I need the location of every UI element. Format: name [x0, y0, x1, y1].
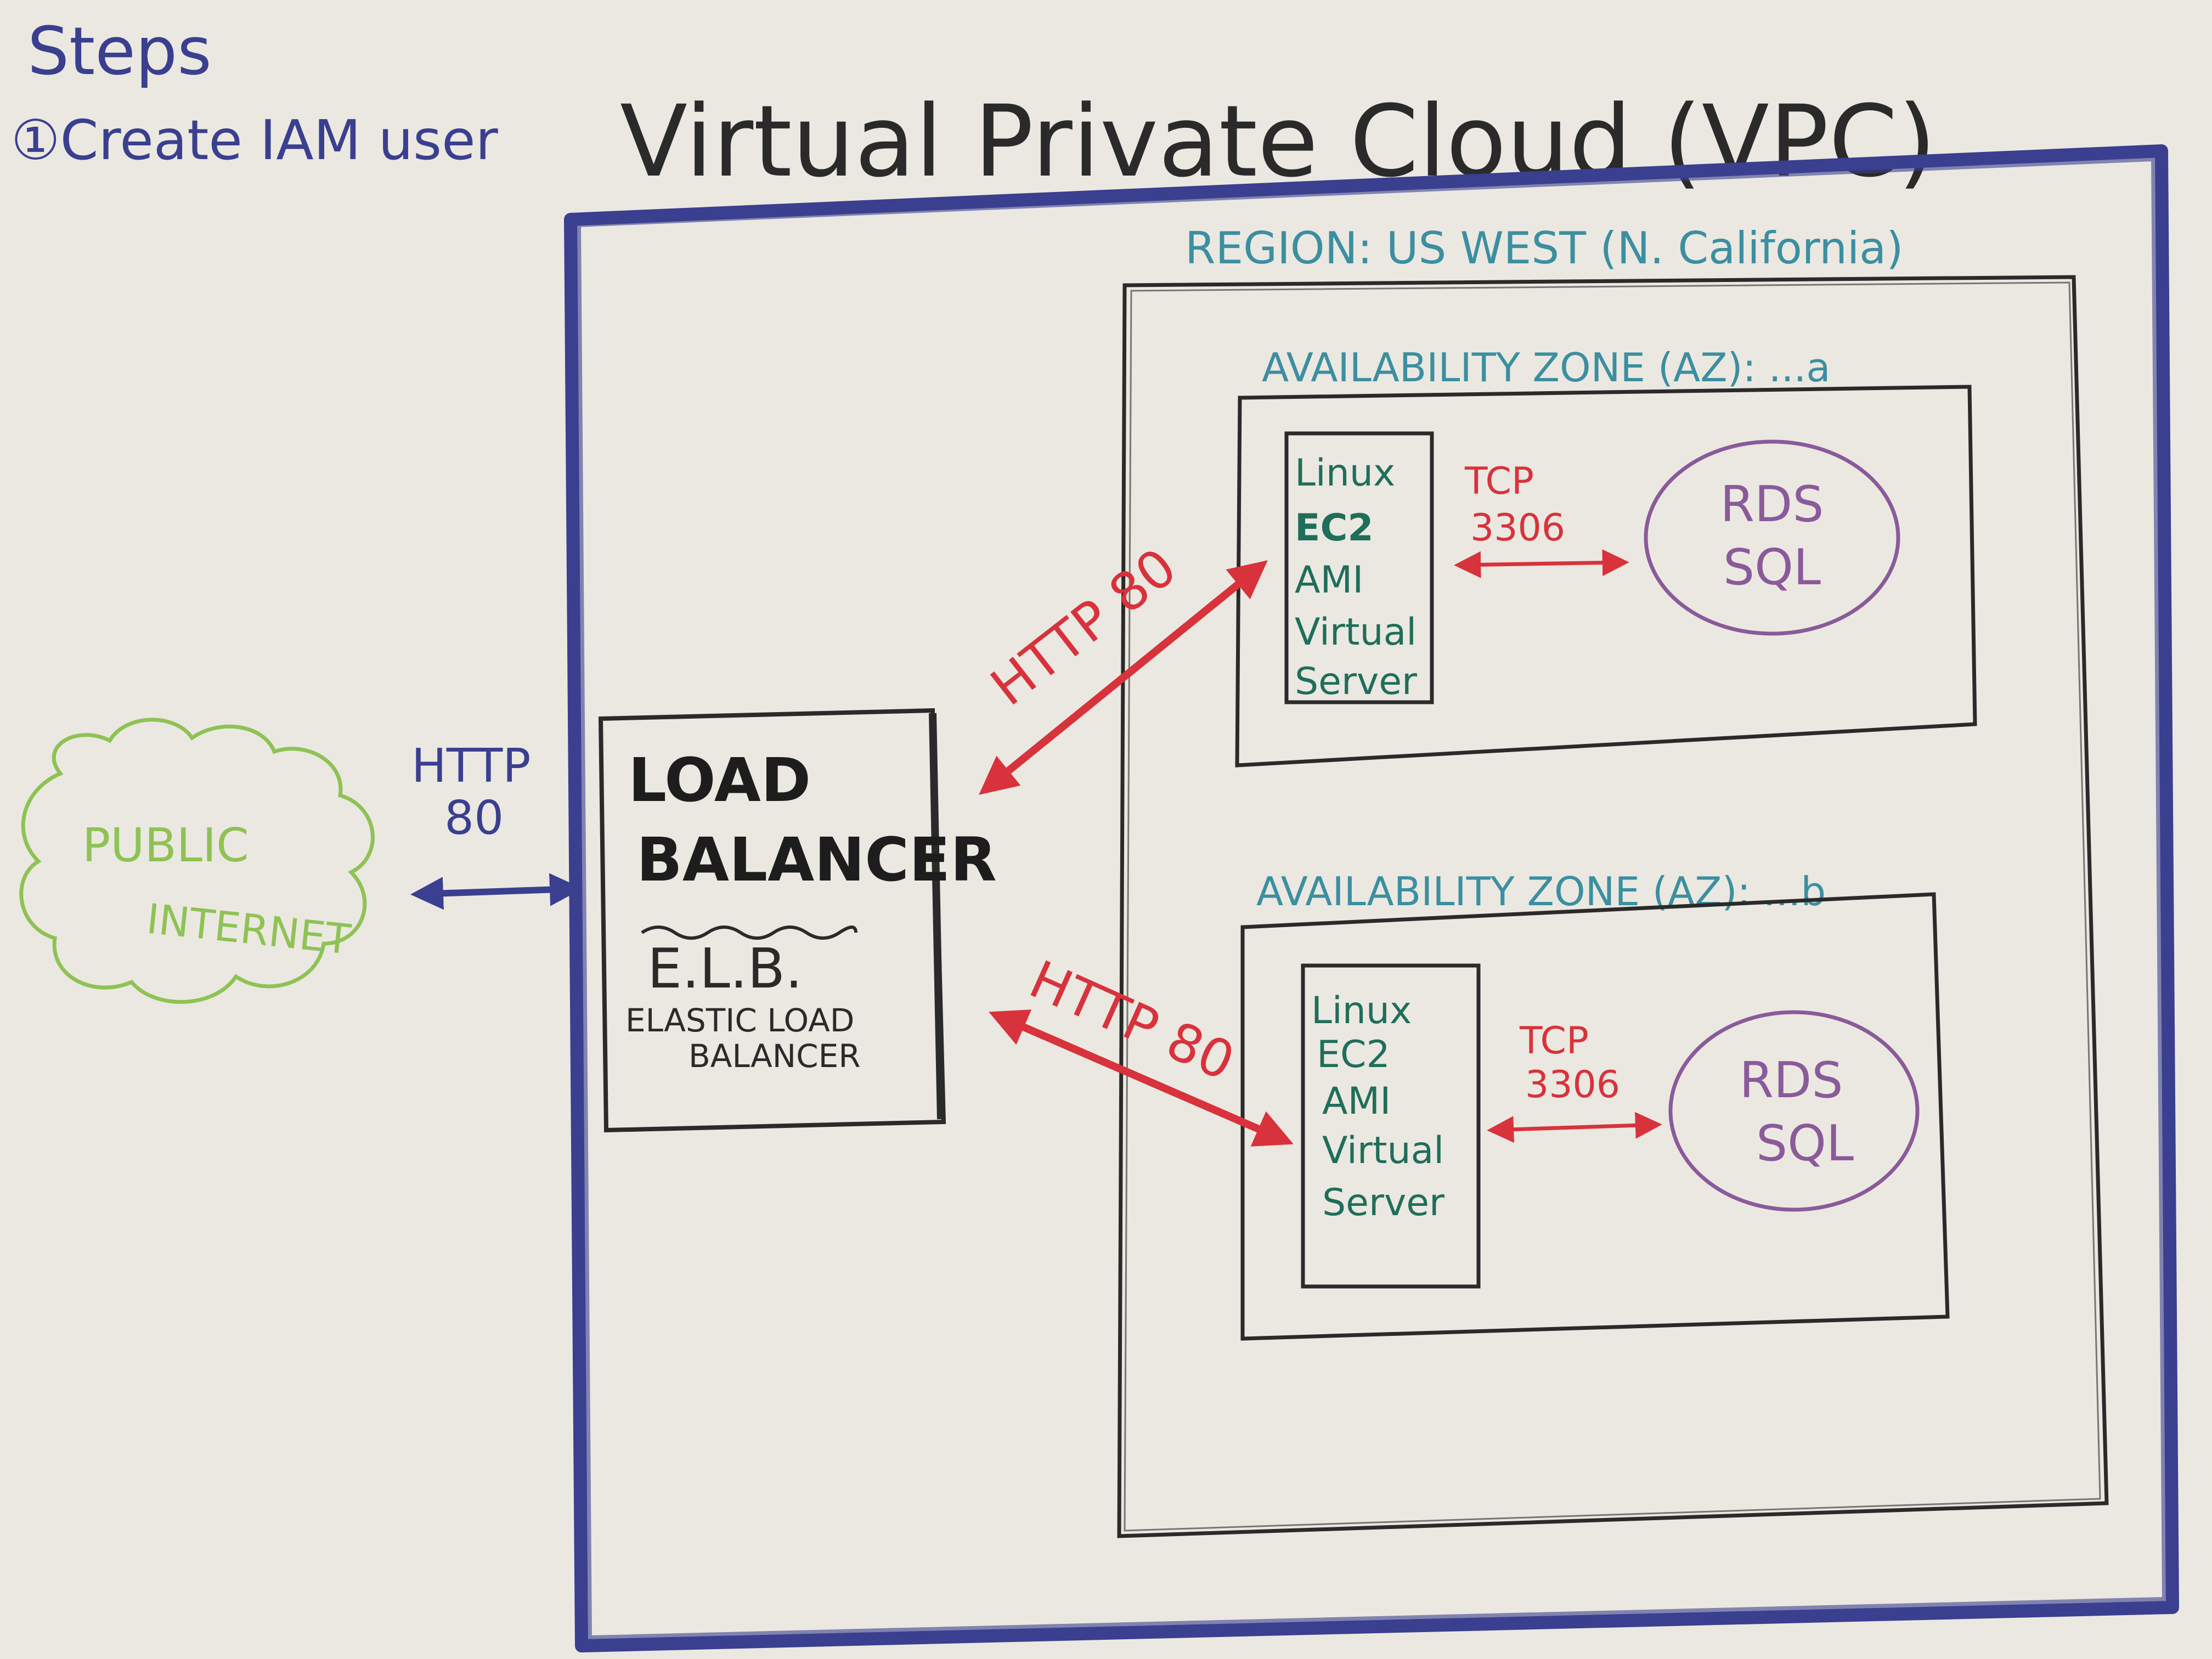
az-a-server-line-ec2: EC2 — [1295, 506, 1374, 550]
az-a-tcp-label: TCP — [1464, 460, 1534, 503]
az-b-label: AVAILABILITY ZONE (AZ): ...b — [1256, 868, 1826, 915]
load-balancer-underline — [641, 926, 857, 940]
az-a-rds-label: RDS — [1720, 476, 1824, 533]
az-a-label: AVAILABILITY ZONE (AZ): ...a — [1262, 345, 1831, 391]
region-label: REGION: US WEST (N. California) — [1185, 223, 1903, 274]
lb-az-b-arrow — [989, 1009, 1294, 1147]
internet-lb-protocol-label: HTTP — [411, 739, 531, 793]
az-b-ec2-server-box — [1301, 963, 1481, 1289]
lb-az-a-arrow — [979, 560, 1268, 795]
steps-heading: Steps — [27, 14, 212, 90]
load-balancer-title-load: LOAD — [628, 745, 811, 815]
vpc-title: Virtual Private Cloud (VPC) — [620, 84, 1936, 199]
az-a-tcp-arrow — [1454, 549, 1629, 578]
az-b-server-line-server: Server — [1322, 1181, 1444, 1224]
az-b-server-line-virtual: Virtual — [1322, 1129, 1444, 1172]
steps-section: Steps ①Create IAM user — [11, 14, 499, 172]
az-a-server-line-linux: Linux — [1295, 452, 1395, 495]
internet-to-lb-connection: HTTP 80 — [410, 739, 583, 910]
az-b-server-line-ami: AMI — [1322, 1080, 1391, 1123]
az-a-port-label: 3306 — [1470, 506, 1565, 550]
load-balancer: LOAD BALANCER E.L.B. ELASTIC LOAD BALANC… — [598, 708, 997, 1133]
public-internet-cloud-icon — [19, 718, 375, 1004]
load-balancer-box — [598, 708, 946, 1133]
az-b-tcp-label: TCP — [1519, 1019, 1589, 1063]
internet-lb-port-label: 80 — [444, 791, 504, 845]
az-b-server-line-linux: Linux — [1311, 989, 1412, 1032]
availability-zone-a: AVAILABILITY ZONE (AZ): ...a Linux EC2 A… — [1235, 345, 1977, 768]
az-b-tcp-arrow — [1487, 1111, 1662, 1143]
load-balancer-full-line1: ELASTIC LOAD — [625, 1002, 854, 1039]
az-a-server-line-ami: AMI — [1295, 558, 1363, 602]
az-a-server-line-virtual: Virtual — [1295, 611, 1417, 654]
vpc-boundary — [564, 144, 2179, 1652]
public-internet-line1: PUBLIC — [82, 819, 249, 873]
az-a-server-line-server: Server — [1295, 660, 1417, 703]
az-b-rds-database-circle — [1668, 1010, 1920, 1212]
az-b-boundary — [1240, 892, 1950, 1341]
step-1-create-iam-user: ①Create IAM user — [11, 108, 499, 172]
load-balancer-abbr: E.L.B. — [647, 936, 803, 1001]
load-balancer-title-balancer: BALANCER — [636, 825, 997, 895]
az-b-server-line-ec2: EC2 — [1317, 1033, 1390, 1076]
az-b-sql-label: SQL — [1756, 1115, 1854, 1172]
load-balancer-full-line2: BALANCER — [689, 1037, 861, 1075]
az-b-port-label: 3306 — [1525, 1063, 1620, 1107]
internet-lb-arrow — [410, 873, 583, 910]
az-a-sql-label: SQL — [1723, 539, 1821, 596]
az-a-rds-database-circle — [1644, 439, 1900, 636]
az-a-ec2-server-box — [1284, 431, 1434, 704]
az-b-rds-label: RDS — [1740, 1052, 1843, 1109]
availability-zone-b: AVAILABILITY ZONE (AZ): ...b Linux EC2 A… — [1240, 868, 1950, 1341]
